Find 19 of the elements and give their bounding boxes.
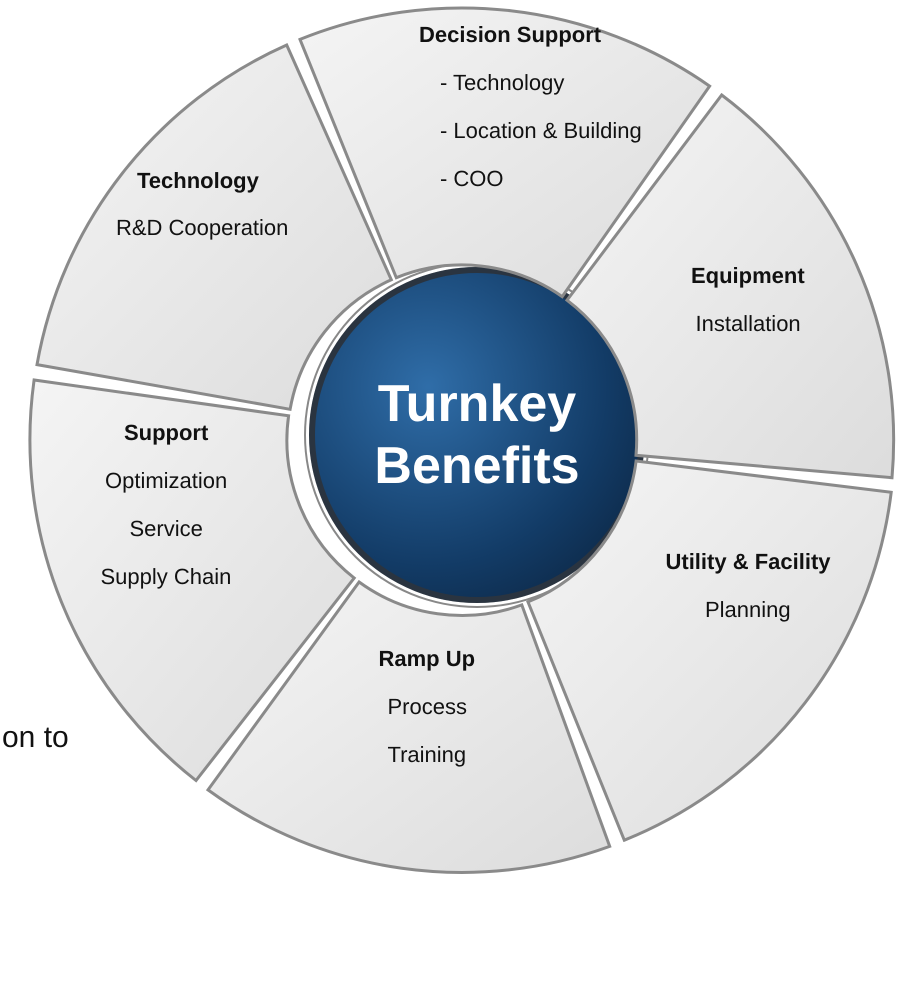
segment-text: Training — [387, 742, 466, 768]
segment-heading: Utility & Facility — [665, 548, 831, 575]
segment-heading: Ramp Up — [378, 646, 476, 672]
segment-text: Optimization — [104, 468, 228, 494]
center-title: Turnkey Benefits — [373, 374, 581, 497]
segment-text: R&D Cooperation — [116, 214, 288, 241]
segment-text: Installation — [695, 310, 801, 337]
segment-heading: Support — [124, 420, 208, 446]
segment-heading: Decision Support — [418, 22, 602, 48]
segment-heading: Technology — [136, 168, 259, 194]
segment-heading: Equipment — [690, 262, 805, 289]
segment-text: Planning — [704, 596, 791, 623]
fragment-text: on to — [2, 720, 69, 756]
segment-text: Service — [129, 516, 203, 542]
segment-text: - COO — [440, 166, 504, 192]
segment-text: - Technology — [440, 70, 564, 96]
segment-text: - Location & Building — [440, 118, 642, 144]
segment-text: Process — [387, 694, 467, 720]
segment-text: Supply Chain — [100, 564, 232, 590]
